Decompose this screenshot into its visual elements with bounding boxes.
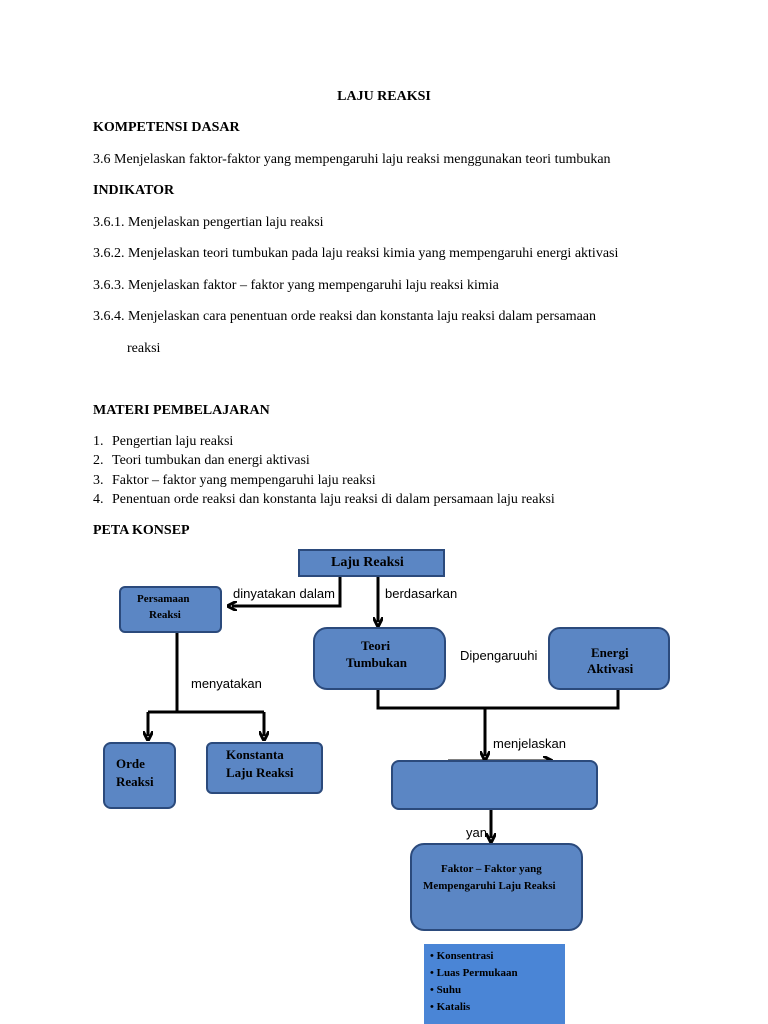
box-orde-label-1: Orde xyxy=(116,756,145,771)
box-energi-label-1: Energi xyxy=(591,645,629,660)
box-energi-label-2: Aktivasi xyxy=(587,661,634,676)
indikator-heading: INDIKATOR xyxy=(93,183,175,198)
box-orde-label-2: Reaksi xyxy=(116,774,154,789)
materi-item: Teori tumbukan dan energi aktivasi xyxy=(112,453,310,468)
indikator-item-continued: reaksi xyxy=(127,341,161,356)
box-konstanta-label-2: Laju Reaksi xyxy=(226,765,294,780)
kd-text: 3.6 Menjelaskan faktor-faktor yang mempe… xyxy=(93,152,611,167)
factors-list: • Konsentrasi • Luas Permukaan • Suhu • … xyxy=(424,944,565,1024)
indikator-item: 3.6.3. Menjelaskan faktor – faktor yang … xyxy=(93,278,499,293)
materi-item: Pengertian laju reaksi xyxy=(112,434,234,449)
label-berdasarkan: berdasarkan xyxy=(385,586,458,601)
box-faktor-label-1: Faktor – Faktor yang xyxy=(441,863,542,875)
indikator-item: 3.6.2. Menjelaskan teori tumbukan pada l… xyxy=(93,246,619,261)
materi-heading: MATERI PEMBELAJARAN xyxy=(93,403,270,418)
indikator-item: 3.6.1. Menjelaskan pengertian laju reaks… xyxy=(93,215,324,230)
materi-item-num: 3. xyxy=(93,473,104,488)
box-empty-middle xyxy=(391,760,598,810)
materi-item-num: 2. xyxy=(93,453,104,468)
box-teori-label-1: Teori xyxy=(361,638,391,653)
label-dipengaruhi: Dipengaruuhi xyxy=(460,648,538,663)
box-teori-label-2: Tumbukan xyxy=(346,655,407,670)
materi-item-num: 1. xyxy=(93,434,104,449)
materi-item: Faktor – faktor yang mempengaruhi laju r… xyxy=(112,473,376,488)
label-yang: yan xyxy=(466,825,487,840)
factor-item: • Konsentrasi xyxy=(430,950,494,962)
label-dinyatakan-dalam: dinyatakan dalam xyxy=(233,586,335,601)
box-orde-reaksi: Orde Reaksi xyxy=(103,742,176,809)
box-laju-reaksi: Laju Reaksi xyxy=(298,549,445,577)
box-persamaan-label-1: Persamaan xyxy=(137,593,190,605)
materi-item: Penentuan orde reaksi dan konstanta laju… xyxy=(112,492,555,507)
box-faktor-label-2: Mempengaruhi Laju Reaksi xyxy=(423,880,556,892)
box-persamaan-reaksi: Persamaan Reaksi xyxy=(119,586,222,633)
factor-item: • Luas Permukaan xyxy=(430,967,518,979)
factor-item: • Katalis xyxy=(430,1001,471,1013)
peta-konsep-heading: PETA KONSEP xyxy=(93,523,190,538)
factor-item: • Suhu xyxy=(430,984,462,996)
box-faktor-faktor: Faktor – Faktor yang Mempengaruhi Laju R… xyxy=(410,843,583,931)
label-menyatakan: menyatakan xyxy=(191,676,262,691)
box-energi-aktivasi: Energi Aktivasi xyxy=(548,627,670,690)
box-laju-reaksi-label: Laju Reaksi xyxy=(331,555,404,570)
box-persamaan-label-2: Reaksi xyxy=(149,609,181,621)
box-teori-tumbukan: Teori Tumbukan xyxy=(313,627,446,690)
kd-heading: KOMPETENSI DASAR xyxy=(93,120,240,135)
box-konstanta-label-1: Konstanta xyxy=(226,747,284,762)
indikator-item: 3.6.4. Menjelaskan cara penentuan orde r… xyxy=(93,309,597,324)
box-konstanta-laju-reaksi: Konstanta Laju Reaksi xyxy=(206,742,323,794)
materi-item-num: 4. xyxy=(93,492,104,507)
page-title: LAJU REAKSI xyxy=(337,89,431,104)
label-menjelaskan: menjelaskan xyxy=(493,736,566,751)
